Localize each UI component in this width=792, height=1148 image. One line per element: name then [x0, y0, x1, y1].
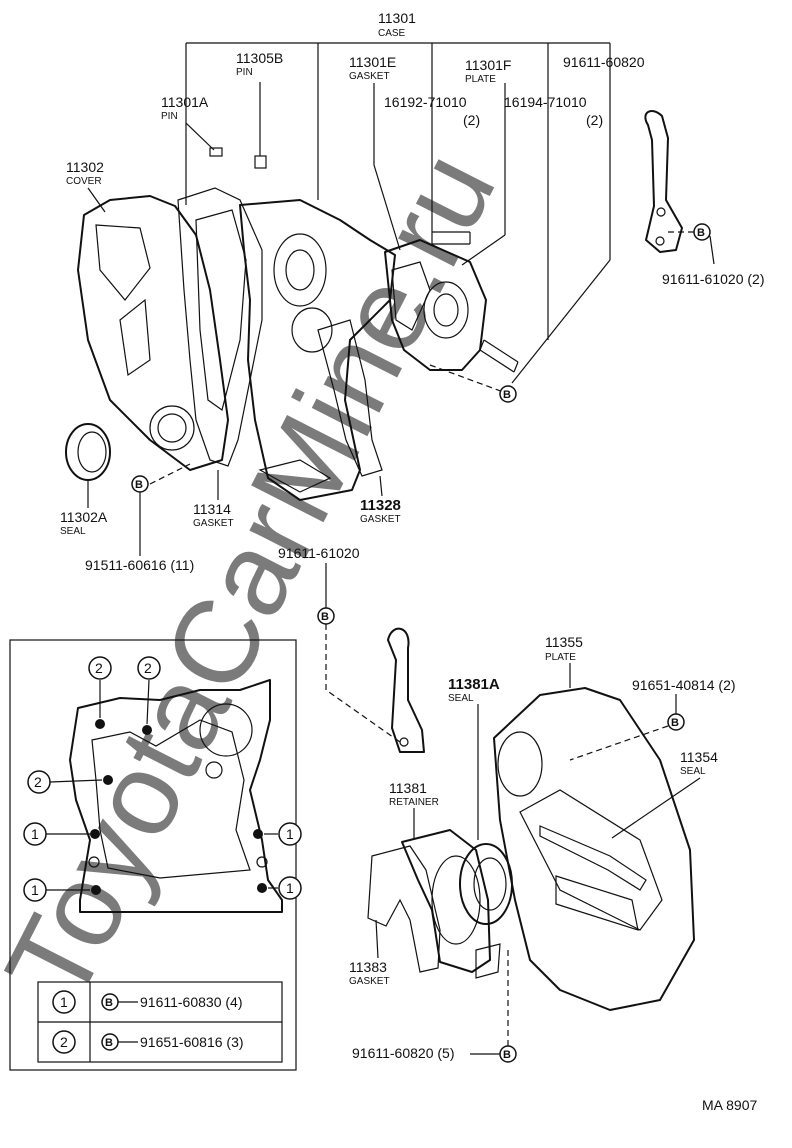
- seal-11381a-shape: [459, 843, 513, 925]
- stud-16192-qty: (2): [463, 112, 480, 128]
- bolt-91651-40814-number: 91651-40814 (2): [632, 677, 736, 693]
- gasket-11314-label: GASKET: [193, 518, 234, 529]
- plate-11301f-shape: [384, 239, 487, 371]
- gasket-11328-label: GASKET: [360, 514, 401, 525]
- bolt-91611-61020-number: 91611-61020: [278, 545, 360, 561]
- bolt-symbol-icon: [693, 223, 711, 241]
- gasket-11328-shape: [317, 319, 383, 477]
- bolt-symbol-icon: [499, 1045, 517, 1063]
- bolt-symbol-text: B: [105, 1037, 113, 1049]
- stud-16192-number: 16192-71010: [384, 94, 467, 110]
- marker-1-icon: [278, 822, 302, 846]
- gasket-11301e-number: 11301E: [349, 54, 396, 70]
- pin-11301a-shape: [209, 147, 223, 157]
- plate-11355-label: PLATE: [545, 652, 576, 663]
- marker-2-icon: [27, 770, 51, 794]
- gasket-11383-shape: [367, 845, 441, 973]
- stud-16194-number: 16194-71010: [504, 94, 587, 110]
- retainer-11381-number: 11381: [389, 780, 427, 796]
- pin-11305b-shape: [254, 155, 267, 169]
- bolt-91511-number: 91511-60616 (11): [85, 557, 194, 573]
- marker-1-icon: [23, 878, 47, 902]
- inset-marker: 1: [31, 882, 39, 898]
- seal-11381a-number: 11381A: [448, 676, 500, 693]
- cover-number: 11302: [66, 159, 104, 175]
- bracket-shape-top: [644, 110, 683, 253]
- inset-marker: 2: [34, 774, 42, 790]
- stud-16194-qty: (2): [586, 112, 603, 128]
- case-label: CASE: [378, 28, 406, 39]
- legend-marker-2-icon: [52, 1030, 76, 1054]
- retainer-11381-label: RETAINER: [389, 797, 439, 808]
- bolt-symbol-text: B: [105, 997, 113, 1009]
- stud-16194-shape: [479, 339, 519, 373]
- timing-cover-shape: [77, 195, 229, 471]
- inset-marker: 2: [95, 660, 103, 676]
- plate-11355-number: 11355: [545, 634, 583, 650]
- bolt-symbol-text: B: [503, 1049, 511, 1061]
- gasket-11328-number: 11328: [360, 497, 401, 514]
- stud-16192-shape: [431, 231, 471, 245]
- inset-marker: 1: [31, 826, 39, 842]
- bolt-symbol-text: B: [697, 227, 705, 239]
- bolt-symbol-icon: [667, 713, 685, 731]
- seal-11354-number: 11354: [680, 749, 718, 765]
- pin-11301a-number: 11301A: [161, 94, 209, 110]
- seal-11302a-label: SEAL: [60, 526, 86, 537]
- marker-2-icon: [137, 656, 161, 680]
- drawing-id: MA 8907: [702, 1097, 757, 1113]
- rear-plate-shape: [493, 687, 695, 1011]
- bolt-91611-60820-bottom-number: 91611-60820 (5): [352, 1045, 454, 1061]
- legend-marker-1-icon: [52, 990, 76, 1014]
- inset-legend-table: 1 B 91611-60830 (4) 2 B 91651-60816 (3): [37, 981, 283, 1063]
- legend-key: 1: [60, 994, 68, 1010]
- gasket-11314-number: 11314: [193, 501, 231, 517]
- inset-marker: 1: [286, 880, 294, 896]
- timing-case-shape: [239, 199, 396, 501]
- bolt-91611-60820-top: 91611-60820: [563, 54, 645, 70]
- legend-part: 91651-60816 (3): [140, 1034, 244, 1050]
- marker-1-icon: [278, 876, 302, 900]
- bracket-shape-bottom: [387, 627, 425, 753]
- pin-11305b-label: PIN: [236, 67, 253, 78]
- inset-marker: 1: [286, 826, 294, 842]
- gasket-11301e-label: GASKET: [349, 71, 390, 82]
- marker-2-icon: [88, 656, 112, 680]
- case-number: 11301: [378, 10, 416, 26]
- seal-11381a-label: SEAL: [448, 693, 474, 704]
- gasket-11383-label: GASKET: [349, 976, 390, 987]
- cover-label: COVER: [66, 176, 102, 187]
- bolt-symbol-text: B: [503, 389, 511, 401]
- marker-1-icon: [23, 822, 47, 846]
- legend-key: 2: [60, 1034, 68, 1050]
- pin-11305b-number: 11305B: [236, 50, 283, 66]
- seal-11302a-shape: [65, 423, 111, 481]
- bolt-symbol-text: B: [321, 611, 329, 623]
- inset-marker: 2: [144, 660, 152, 676]
- seal-11302a-number: 11302A: [60, 509, 108, 525]
- bolt-symbol-icon: [499, 385, 517, 403]
- plate-11301f-number: 11301F: [465, 57, 511, 73]
- bolt-symbol-text: B: [671, 717, 679, 729]
- inset-gasket-outline: [69, 679, 283, 913]
- case-leader-lines: [87, 42, 611, 384]
- seal-11354-label: SEAL: [680, 766, 706, 777]
- legend-part: 91611-60830 (4): [140, 994, 242, 1010]
- retainer-11381-shape: [401, 829, 491, 973]
- pin-11301a-label: PIN: [161, 111, 178, 122]
- bolt-symbol-text: B: [135, 479, 143, 491]
- bracket-bolt-number: 91611-61020 (2): [662, 271, 764, 287]
- plate-11301f-label: PLATE: [465, 74, 496, 85]
- bolt-location-inset: 2 2 2 1 1 1 1 1 B 91611-60830 (4) 2 B: [9, 639, 302, 1071]
- gasket-11314-shape: [177, 187, 263, 467]
- gasket-11383-number: 11383: [349, 959, 387, 975]
